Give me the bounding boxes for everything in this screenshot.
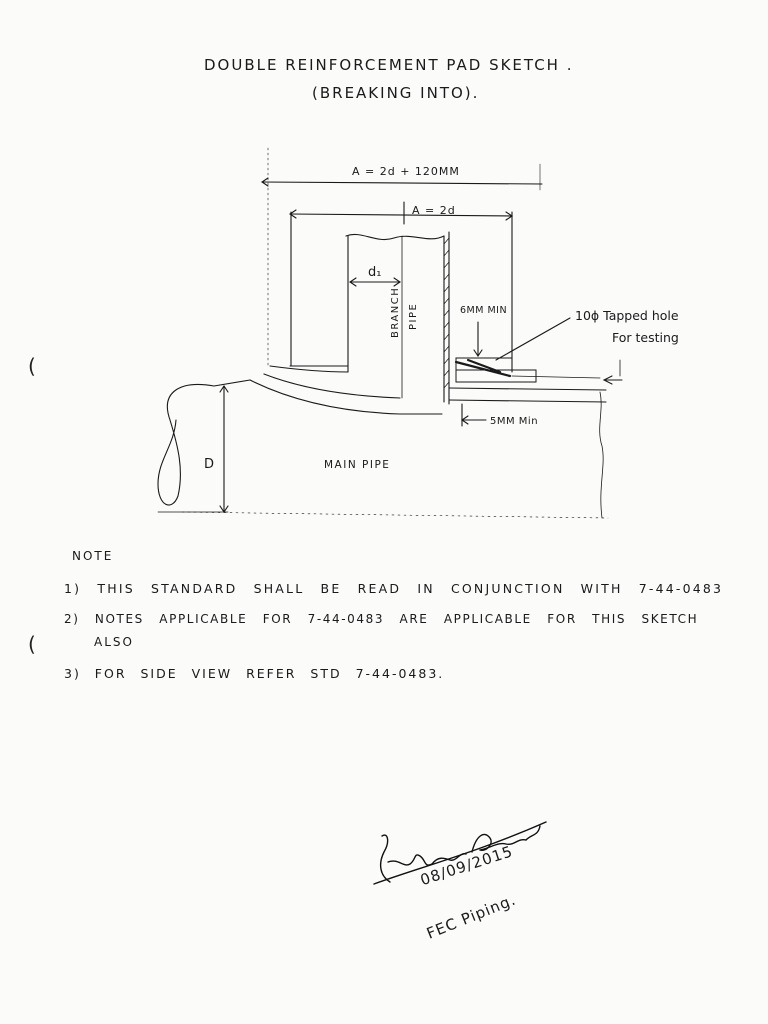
weld-6mm-label: 6MM MIN [460,305,507,316]
tapped-hole-label-2: For testing [612,330,679,345]
branch-pipe-label: BRANCH [390,287,401,338]
note-item-2-continued: ALSO [94,635,134,649]
punch-hole-mark: ( [28,632,36,656]
note-item-2: 2) NOTES APPLICABLE FOR 7-44-0483 ARE AP… [64,612,699,626]
dim-d1-label: d₁ [368,265,381,280]
handwritten-signature [373,821,547,885]
dim-D-label: D [204,457,214,472]
punch-hole-mark: ( [28,354,36,378]
document-subtitle: (BREAKING INTO). [312,84,480,102]
dim-inner-label: A = 2d [412,204,456,217]
main-pipe-label: MAIN PIPE [324,459,390,471]
note-item-3: 3) FOR SIDE VIEW REFER STD 7-44-0483. [64,666,445,681]
tapped-hole-label: 10ϕ Tapped hole [575,308,679,323]
branch-pipe-label-2: PIPE [408,303,419,330]
dim-outer-label: A = 2d + 120MM [352,165,460,178]
notes-heading: NOTE [72,549,114,563]
document-title: DOUBLE REINFORCEMENT PAD SKETCH . [204,56,574,74]
note-item-1: 1) THIS STANDARD SHALL BE READ IN CONJUN… [64,581,724,596]
weld-5mm-label: 5MM Min [490,416,538,427]
